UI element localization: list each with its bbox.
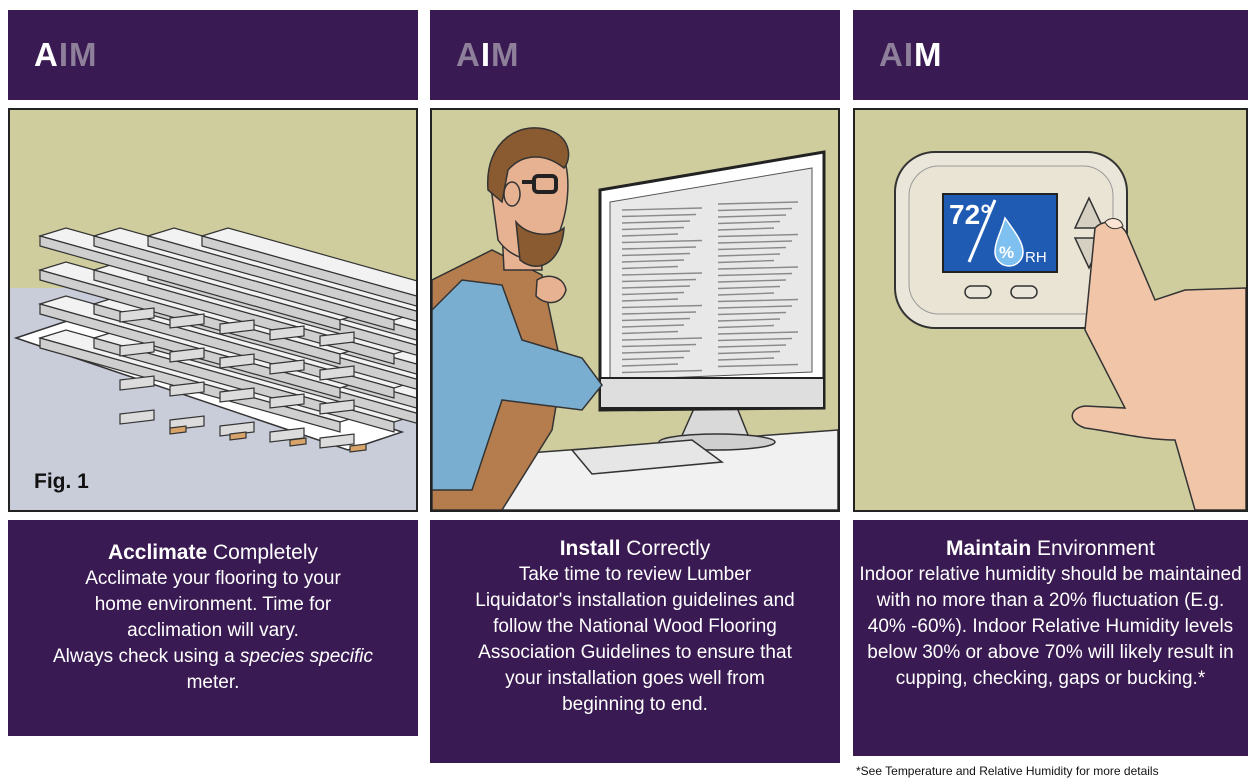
thermostat-button-right[interactable] — [1010, 285, 1038, 299]
thermostat-button-left[interactable] — [964, 285, 992, 299]
title-bold: Install — [559, 537, 621, 560]
acclimate-text: Acclimate Completely Acclimate your floo… — [8, 520, 418, 736]
body-line: Always check using a species specific me… — [32, 644, 394, 696]
aim-letter-a: A — [879, 36, 904, 73]
aim-letter-m: M — [69, 36, 98, 73]
install-illustration — [430, 108, 840, 512]
aim-letter-i: I — [58, 36, 70, 73]
thermostat-icon: 72° % RH — [894, 151, 1128, 329]
aim-letter-i: I — [903, 36, 915, 73]
title-bold: Acclimate — [107, 541, 208, 564]
card-body: Acclimate your flooring to your home env… — [32, 566, 394, 696]
card-header: AIM — [853, 10, 1248, 100]
aim-logo: AIM — [879, 36, 943, 74]
card-title: Install Correctly — [470, 536, 800, 562]
hand-icon — [1071, 218, 1246, 510]
temperature-readout: 72° — [949, 199, 991, 230]
card-body: Take time to review Lumber Liquidator's … — [475, 564, 795, 715]
install-text: Install Correctly Take time to review Lu… — [430, 520, 840, 763]
body-line: acclimation will vary. — [127, 620, 299, 641]
card-body: Indoor relative humidity should be maint… — [859, 564, 1242, 689]
rh-label: RH — [1025, 249, 1047, 266]
maintain-illustration: 72° % RH — [853, 108, 1248, 512]
maintain-text: Maintain Environment Indoor relative hum… — [853, 520, 1248, 756]
aim-letter-i: I — [480, 36, 492, 73]
document-lines-icon — [621, 201, 799, 374]
body-end: meter. — [186, 672, 240, 693]
title-bold: Maintain — [946, 537, 1032, 560]
card-title: Maintain Environment — [859, 536, 1242, 562]
glasses-icon — [522, 174, 558, 194]
aim-letter-a: A — [456, 36, 481, 73]
aim-logo: AIM — [456, 36, 520, 74]
acclimate-illustration: Fig. 1 — [8, 108, 418, 512]
title-rest: Correctly — [620, 537, 711, 560]
title-rest: Environment — [1031, 537, 1155, 560]
body-line: Acclimate your flooring to your — [85, 568, 341, 589]
card-header: AIM — [430, 10, 840, 100]
plank-stack-icon — [37, 227, 416, 453]
aim-letter-m: M — [914, 36, 943, 73]
percent-symbol: % — [999, 243, 1014, 262]
card-title: Acclimate Completely — [32, 540, 394, 566]
figure-label: Fig. 1 — [34, 470, 89, 493]
card-header: AIM — [8, 10, 418, 100]
aim-letter-m: M — [491, 36, 520, 73]
title-rest: Completely — [207, 541, 319, 564]
up-arrow-icon[interactable] — [1073, 196, 1105, 229]
body-italic: species specific — [239, 646, 373, 667]
aim-letter-a: A — [34, 36, 59, 73]
aim-logo: AIM — [34, 36, 98, 74]
body-line: home environment. Time for — [94, 594, 332, 615]
body-text: Always check using a — [53, 646, 240, 667]
footnote: *See Temperature and Relative Humidity f… — [856, 764, 1159, 778]
